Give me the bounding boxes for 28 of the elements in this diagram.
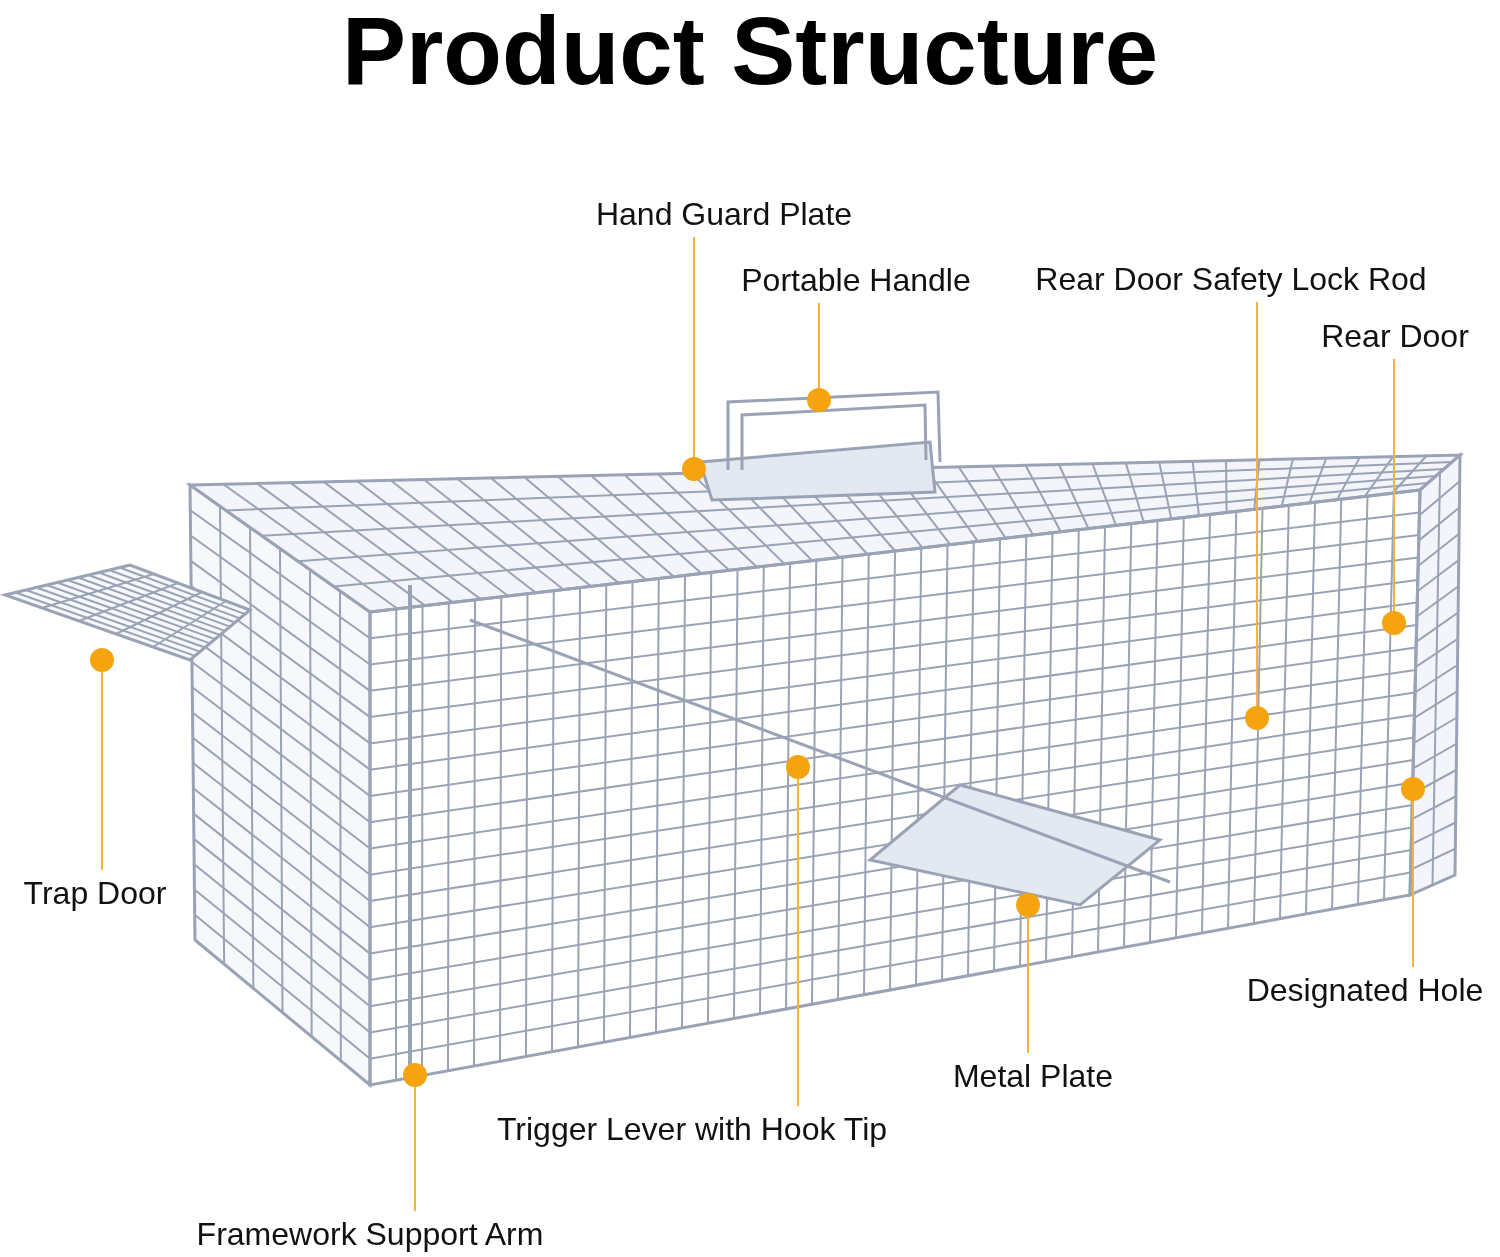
leader-line: [1412, 800, 1414, 968]
marker-dot: [90, 648, 114, 672]
leader-line: [1393, 358, 1395, 612]
part-label: Rear Door: [1321, 317, 1469, 355]
marker-dot: [1245, 706, 1269, 730]
leader-line: [797, 778, 799, 1107]
leader-line: [693, 236, 695, 458]
part-label: Trap Door: [23, 874, 167, 912]
marker-dot: [807, 388, 831, 412]
part-label: Portable Handle: [741, 261, 971, 299]
part-label: Trigger Lever with Hook Tip: [496, 1110, 888, 1148]
marker-dot: [1016, 893, 1040, 917]
leader-line: [101, 671, 103, 871]
part-label: Hand Guard Plate: [595, 195, 853, 233]
part-label: Designated Hole: [1246, 971, 1484, 1009]
marker-dot: [403, 1063, 427, 1087]
leader-line: [1256, 301, 1258, 707]
marker-dot: [786, 755, 810, 779]
part-label: Metal Plate: [952, 1057, 1114, 1095]
marker-dot: [1382, 611, 1406, 635]
leader-line: [818, 302, 820, 389]
leader-line: [414, 1086, 416, 1212]
marker-dot: [1401, 777, 1425, 801]
part-label: Framework Support Arm: [196, 1215, 544, 1253]
leader-line: [1027, 916, 1029, 1054]
marker-dot: [682, 457, 706, 481]
part-label: Rear Door Safety Lock Rod: [1035, 260, 1427, 298]
title: Product Structure: [340, 0, 1160, 106]
